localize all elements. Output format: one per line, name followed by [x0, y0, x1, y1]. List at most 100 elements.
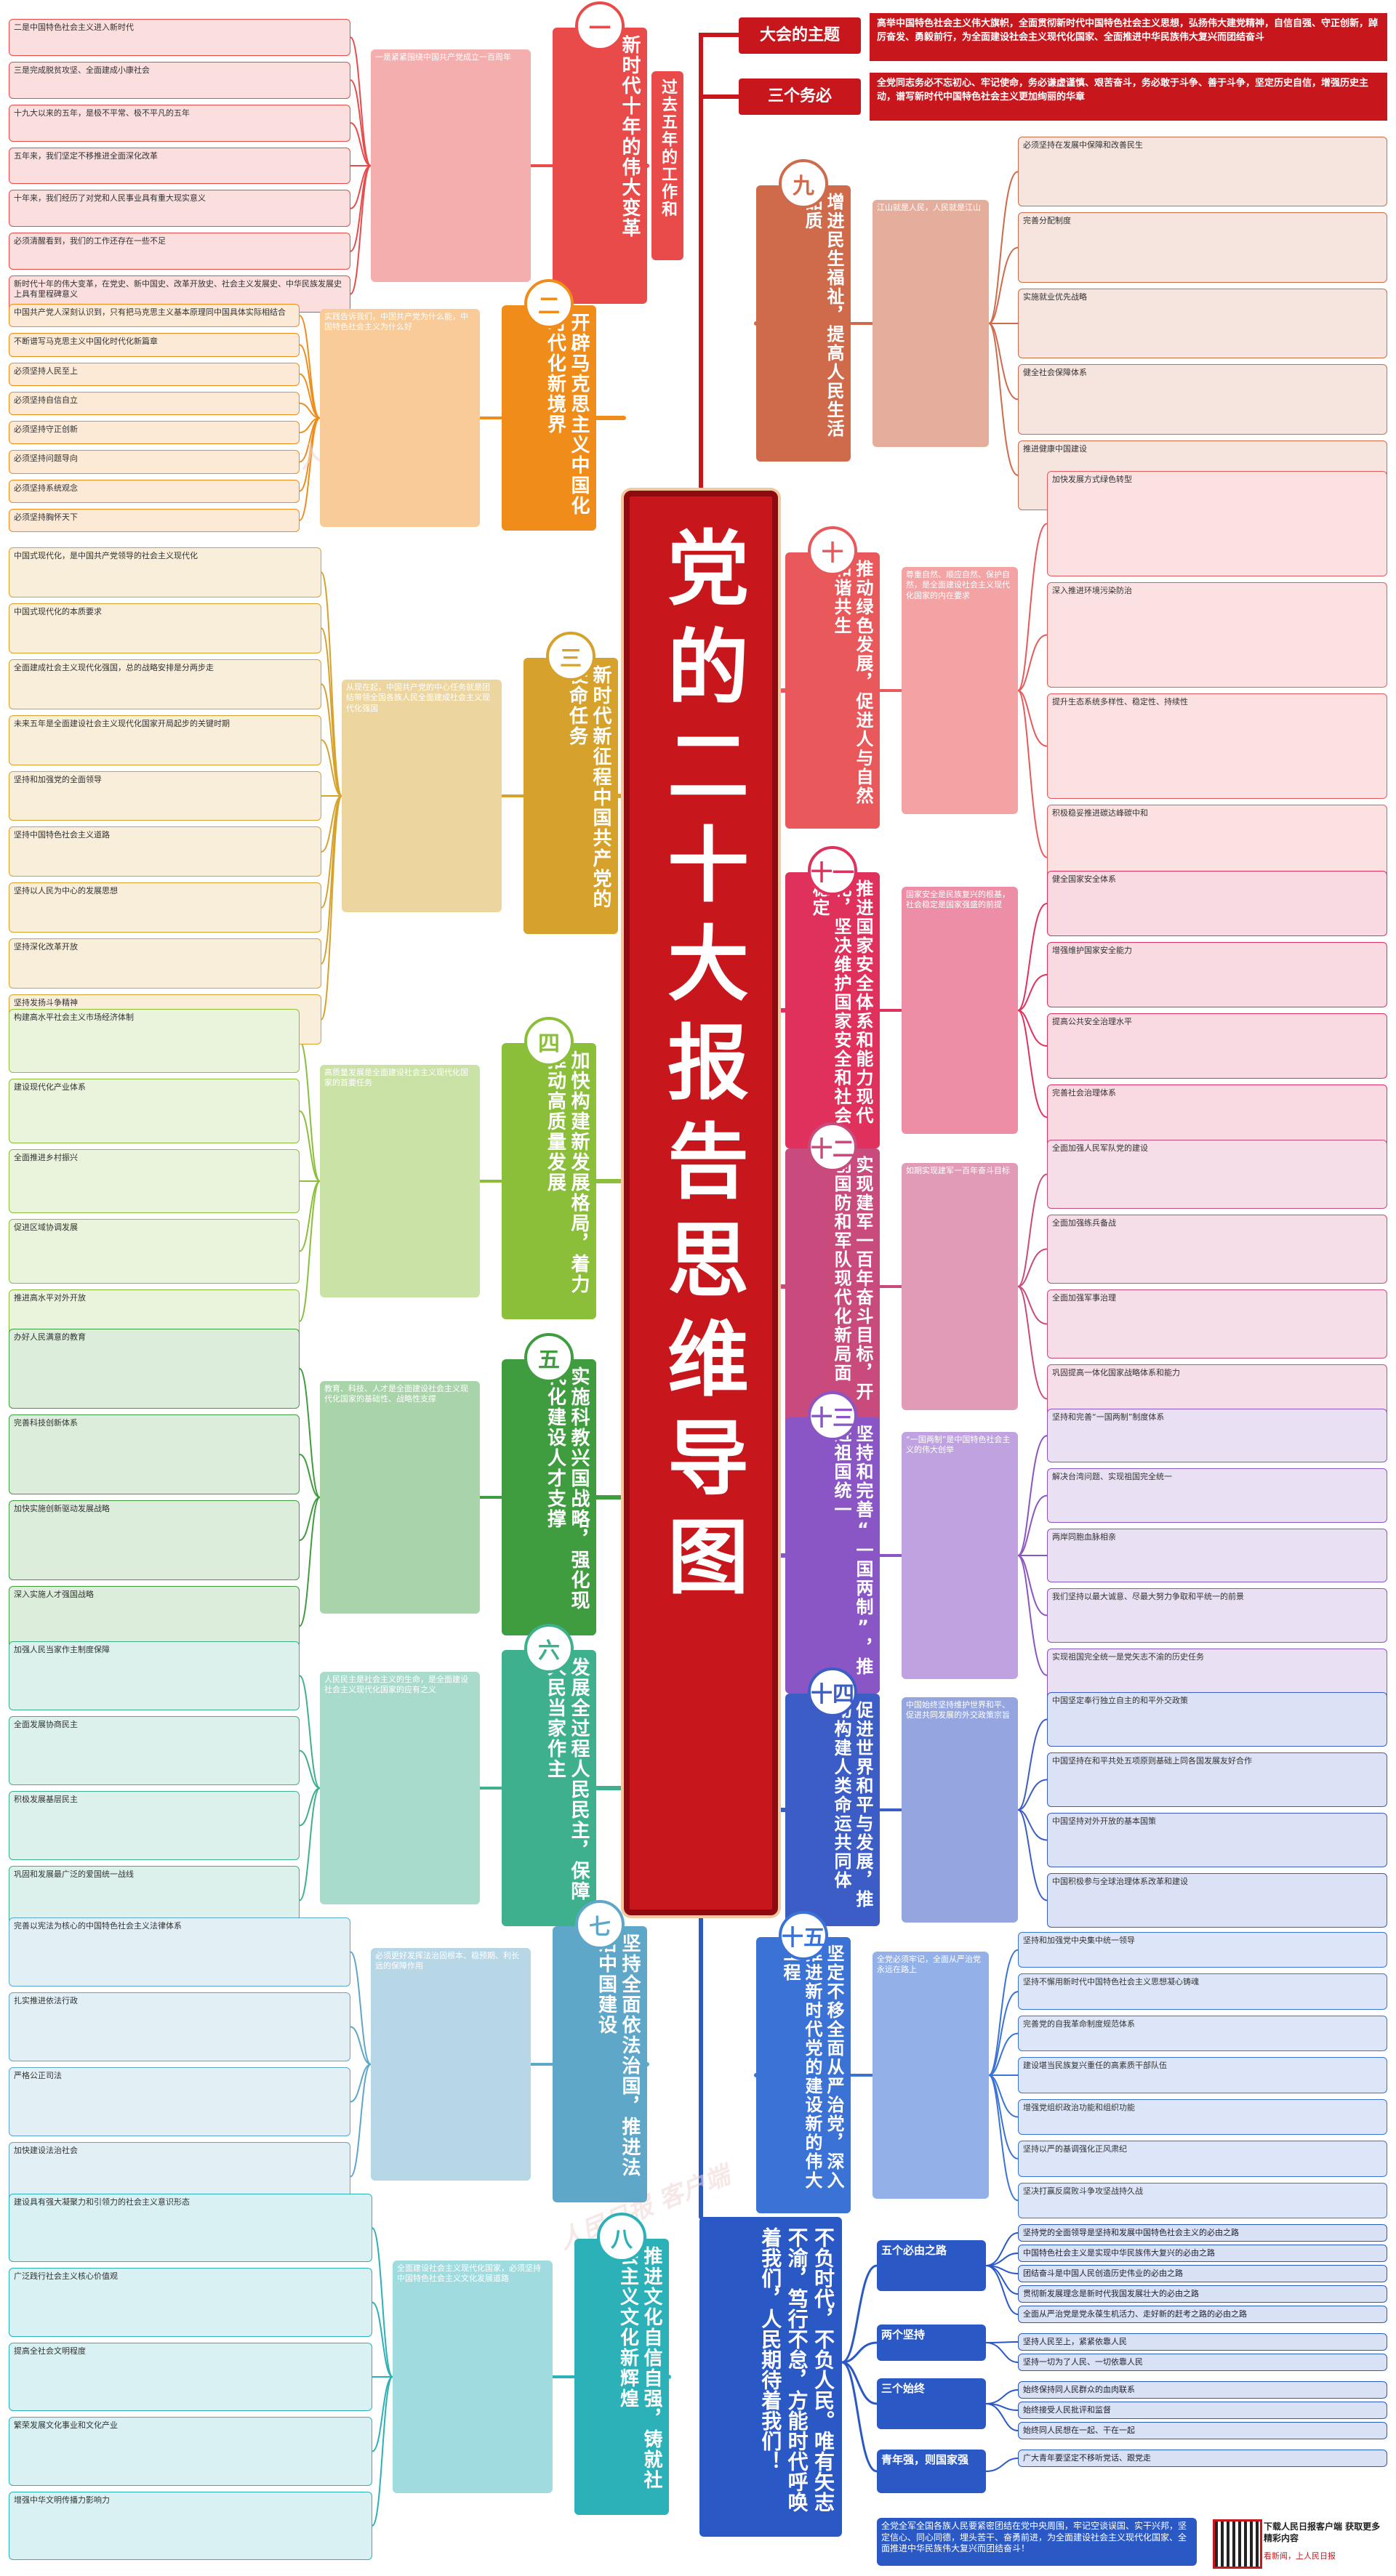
connector — [299, 1750, 321, 1789]
leaf-node: 五年来，我们坚定不移推进全面深化改革 — [9, 147, 350, 185]
qr-code-icon — [1213, 2519, 1262, 2569]
section-title: 坚定不移全面从严治党，深入推进新时代党的建设新的伟大工程 — [756, 1937, 851, 2213]
leaf-node: 坚持一切为了人民、一切依靠人民 — [1018, 2354, 1387, 2371]
connector — [350, 36, 372, 166]
leaf-node: 必须坚持胸怀天下 — [9, 508, 300, 532]
connector — [350, 165, 372, 295]
leaf-node: 积极发展基层民主 — [9, 1791, 300, 1860]
leaf-node: 坚持党的全面领导是坚持和发展中国特色社会主义的必由之路 — [1018, 2224, 1387, 2242]
connector — [1017, 1718, 1048, 1811]
leaf-node: 完善以宪法为核心的中国特色社会主义法律体系 — [9, 1917, 350, 1987]
leaf-node: 坚决打赢反腐败斗争攻坚战持久战 — [1018, 2182, 1387, 2218]
connector — [1017, 1010, 1048, 1047]
connector — [1017, 1010, 1048, 1118]
connector — [299, 1675, 321, 1789]
section-title: 推进国家安全体系和能力现代化，坚决维护国家安全和社会稳定 — [785, 872, 880, 1148]
connector — [985, 2265, 1019, 2315]
final-item: 两个坚持 — [877, 2325, 986, 2361]
connector — [321, 739, 342, 797]
leaf-node: 中国式现代化的本质要求 — [9, 603, 321, 653]
leaf-node: 解决台湾问题、实现祖国完全统一 — [1047, 1468, 1387, 1523]
leaf-node: 实施就业优先战略 — [1018, 288, 1387, 359]
section-number-badge: 十五 — [779, 1911, 828, 1960]
leaf-node: 全面加强人民军队党的建设 — [1047, 1140, 1387, 1209]
section-title: 实施科教兴国战略，强化现代化建设人才支撑 — [502, 1359, 596, 1635]
central-title: 党的二十大报告思维导图 — [654, 526, 749, 1613]
connector — [372, 2301, 393, 2378]
leaf-node: 中国坚持对外开放的基本国策 — [1047, 1813, 1387, 1867]
leaf-node: 中国坚持在和平共处五项原则基础上同各国发展友好合作 — [1047, 1752, 1387, 1807]
footer-download: 下载人民日报客户端 获取更多精彩内容 — [1264, 2521, 1381, 2544]
connector — [350, 2064, 372, 2103]
section-summary: 全面建设社会主义现代化国家，必须坚持中国特色社会主义文化发展道路 — [393, 2261, 553, 2493]
leaf-node: 完善科技创新体系 — [9, 1414, 300, 1494]
connector — [988, 2032, 1019, 2076]
section-summary: 必须更好发挥法治固根本、稳预期、利长远的保障作用 — [371, 1948, 531, 2181]
connector — [299, 1040, 321, 1182]
section-title: 新时代十年的伟大变革 — [553, 28, 647, 304]
connector — [1017, 1809, 1048, 1901]
leaf-node: 严格公正司法 — [9, 2067, 350, 2136]
connector — [350, 2026, 372, 2065]
connector — [372, 2227, 393, 2378]
section-summary: 全党必须牢记，全面从严治党永远在路上 — [872, 1952, 989, 2199]
connector — [372, 2376, 393, 2452]
connector — [299, 1368, 321, 1498]
leaf-node: 扎实推进依法行政 — [9, 1992, 350, 2061]
section-summary: 教育、科技、人才是全面建设社会主义现代化国家的基础性、战略性支撑 — [320, 1381, 480, 1614]
leaf-node: 全面从严治党是党永葆生机活力、走好新的赶考之路的必由之路 — [1018, 2306, 1387, 2323]
section-number-badge: 九 — [779, 159, 828, 209]
final-item: 五个必由之路 — [877, 2240, 986, 2291]
leaf-node: 建设现代化产业体系 — [9, 1079, 300, 1143]
connector — [988, 2074, 1019, 2118]
connector — [985, 2253, 1019, 2266]
footer-scan: 看新闻，上人民日报 — [1264, 2551, 1336, 2561]
connector — [988, 1991, 1019, 2076]
section-summary: 国家安全是民族复兴的根基，社会稳定是国家强盛的前提 — [902, 887, 1018, 1134]
leaf-node: 办好人民满意的教育 — [9, 1329, 300, 1409]
connector — [299, 1454, 321, 1498]
leaf-node: 提高全社会文明程度 — [9, 2342, 372, 2412]
leaf-node: 完善分配制度 — [1018, 212, 1387, 283]
leaf-node: 两岸同胞血脉相亲 — [1047, 1528, 1387, 1583]
connector — [988, 171, 1019, 324]
section-number-badge: 十三 — [808, 1391, 857, 1441]
connector — [699, 33, 741, 493]
leaf-node: 坚持深化改革开放 — [9, 938, 321, 989]
leaf-node: 全面加强军事治理 — [1047, 1289, 1387, 1359]
connector — [299, 417, 321, 521]
leaf-node: 坚持中国特色社会主义道路 — [9, 826, 321, 877]
leaf-node: 提升生态系统多样性、稳定性、持续性 — [1047, 693, 1387, 799]
leaf-node: 贯彻新发展理念是新时代我国发展壮大的必由之路 — [1018, 2285, 1387, 2303]
connector — [1017, 634, 1048, 691]
section-number-badge: 二 — [524, 279, 574, 329]
leaf-node: 团结奋斗是中国人民创造历史伟业的必由之路 — [1018, 2265, 1387, 2282]
section-number-badge: 十 — [808, 526, 857, 576]
section-number-badge: 十二 — [808, 1122, 857, 1172]
connector — [988, 1949, 1019, 2076]
leaf-node: 健全社会保障体系 — [1018, 364, 1387, 435]
section-number-badge: 十一 — [808, 846, 857, 895]
section-title: 加快构建新发展格局，着力推动高质量发展 — [502, 1043, 596, 1319]
leaf-node: 十九大以来的五年，是极不平常、极不平凡的五年 — [9, 104, 350, 142]
section-summary: 如期实现建军一百年奋斗目标 — [902, 1163, 1018, 1410]
leaf-node: 广泛践行社会主义核心价值观 — [9, 2268, 372, 2337]
connector — [299, 1497, 321, 1541]
leaf-node: 坚持和加强党中央集中统一领导 — [1018, 1932, 1387, 1968]
leaf-node: 中国坚定奉行独立自主的和平外交政策 — [1047, 1692, 1387, 1747]
leaf-node: 必须坚持守正创新 — [9, 421, 300, 445]
connector — [985, 2389, 1019, 2404]
section-summary: 一是紧紧围绕中国共产党成立一百周年 — [371, 49, 531, 282]
connector — [1017, 690, 1048, 747]
connector — [1017, 1555, 1048, 1617]
musts-label: 三个务必 — [739, 79, 861, 115]
leaf-node: 坚持和加强党的全面领导 — [9, 770, 321, 821]
connector — [1017, 1435, 1048, 1556]
leaf-node: 始终接受人民批评和监督 — [1018, 2402, 1387, 2419]
leaf-node: 深入推进环境污染防治 — [1047, 582, 1387, 688]
section-summary: “一国两制”是中国特色社会主义的伟大创举 — [902, 1432, 1018, 1679]
central-title-box: 党的二十大报告思维导图 — [624, 491, 778, 1915]
leaf-node: 完善社会治理体系 — [1047, 1084, 1387, 1150]
connector — [841, 2341, 878, 2364]
connector — [350, 79, 372, 166]
